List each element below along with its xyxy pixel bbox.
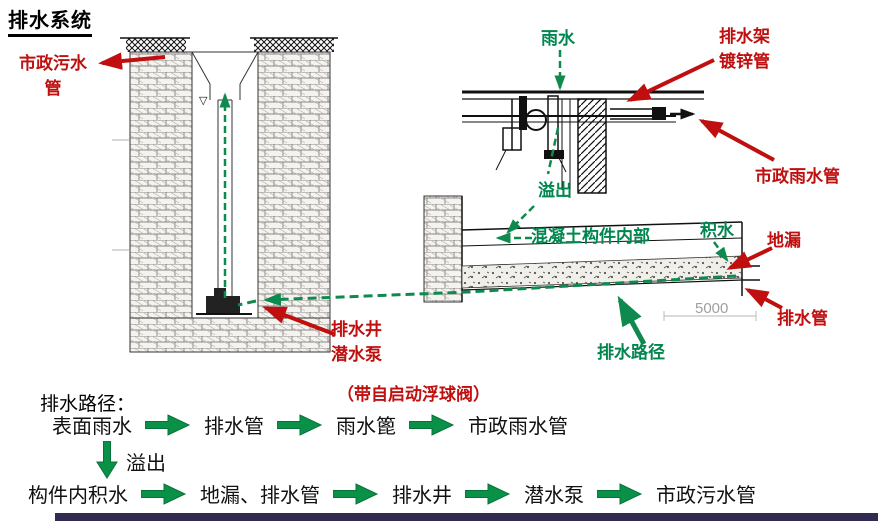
sump-pump-arrow — [262, 306, 335, 336]
drain-rack-arrow — [626, 58, 715, 102]
flow-step: 排水管 — [204, 416, 264, 438]
flow-step: 市政雨水管 — [468, 416, 568, 438]
label-sump-pump: 排水井 潜水泵 — [331, 318, 382, 367]
label-concrete-interior: 混凝土构件内部 — [531, 227, 650, 246]
flow-step: 雨水篦 — [336, 416, 396, 438]
dimension-5000: 5000 — [695, 300, 729, 317]
ponding-arrow — [712, 241, 729, 263]
flow-arrow-icon — [277, 413, 323, 436]
label-ponding: 积水 — [700, 221, 734, 240]
green-dashed-flow-paths — [237, 50, 737, 346]
flow-step: 潜水泵 — [524, 485, 584, 507]
label-float-valve-note: （带自启动浮球阀） — [337, 385, 490, 404]
label-drain-rack-galvanized: 排水架 镀锌管 — [719, 25, 770, 74]
flow-arrow-icon — [333, 482, 379, 505]
municipal-sewage-arrow — [98, 52, 166, 70]
flow-step: 地漏、排水管 — [200, 485, 320, 507]
slab-drainage-path — [263, 274, 737, 307]
flow-step: 市政污水管 — [656, 485, 756, 507]
flow-arrow-icon — [145, 413, 191, 436]
label-drain-pipe: 排水管 — [777, 309, 828, 328]
flow-step: 表面雨水 — [52, 416, 132, 438]
flow-step: 排水井 — [392, 485, 452, 507]
flow-arrow-icon — [597, 482, 643, 505]
label-sump-well: 排水井 — [331, 320, 382, 339]
flow-row-1: 表面雨水 排水管 雨水篦 市政雨水管 — [52, 410, 568, 439]
flow-heading: 排水路径： — [40, 394, 136, 415]
label-municipal-rain-pipe: 市政雨水管 — [755, 167, 840, 186]
page-title: 排水系统 — [8, 4, 92, 37]
red-leader-arrows — [626, 58, 783, 310]
flow-arrow-icon — [465, 482, 511, 505]
water-level-mark: ▽ — [199, 95, 208, 107]
flow-step: 构件内积水 — [28, 485, 128, 507]
overflow-down-arrow-icon — [94, 440, 120, 484]
label-rainwater: 雨水 — [541, 29, 575, 48]
label-submersible-pump: 潜水泵 — [331, 344, 382, 364]
drainage-path-arrow — [617, 295, 647, 346]
flow-arrow-icon — [141, 482, 187, 505]
floor-drain-arrow — [726, 246, 773, 270]
label-floor-drain: 地漏 — [767, 231, 801, 250]
footer-bar — [55, 513, 878, 521]
label-galvanized-pipe: 镀锌管 — [719, 51, 770, 71]
pit-section-drawing: ▽ — [98, 37, 338, 353]
overflow-arrow — [506, 205, 535, 234]
municipal-rain-arrow — [698, 119, 775, 162]
label-drainage-path: 排水路径 — [597, 343, 665, 362]
drain-pipe-arrow — [744, 288, 783, 310]
label-municipal-sewage-pipe: 市政污水管 — [19, 54, 87, 98]
flow-overflow-label: 溢出 — [126, 453, 166, 475]
flow-arrow-icon — [409, 413, 455, 436]
label-overflow: 溢出 — [538, 181, 572, 200]
label-drain-rack: 排水架 — [719, 27, 770, 46]
flow-row-2: 构件内积水 地漏、排水管 排水井 潜水泵 市政污水管 — [28, 479, 756, 508]
